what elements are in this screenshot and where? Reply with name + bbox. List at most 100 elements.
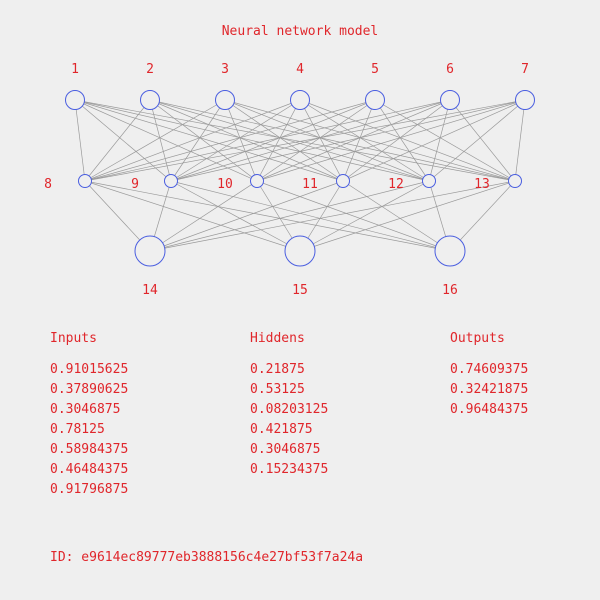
connection-line [74, 99, 430, 182]
hiddens-header: Hiddens [250, 331, 305, 346]
connection-line [149, 180, 344, 252]
connection-line [449, 180, 516, 252]
output-node [434, 235, 466, 267]
connection-line [342, 99, 526, 182]
connection-line [256, 99, 376, 182]
model-id: ID: e9614ec89777eb3888156c4e27bf53f7a24a [50, 550, 364, 565]
connection-line [84, 99, 376, 182]
connection-line [149, 99, 172, 182]
connection-line [256, 99, 301, 182]
connection-line [224, 99, 258, 182]
connection-line [74, 99, 516, 182]
connection-line [256, 99, 451, 182]
output-value: 0.74609375 [450, 362, 529, 377]
hidden-node-label: 12 [388, 177, 404, 192]
connection-line [149, 180, 516, 252]
connection-line [374, 99, 430, 182]
input-value: 0.91015625 [50, 362, 129, 377]
connection-line [170, 180, 451, 252]
connection-line [224, 99, 516, 182]
connection-line [149, 99, 516, 182]
input-node-label: 5 [371, 62, 379, 77]
hidden-node-label: 13 [474, 177, 490, 192]
connection-line [256, 99, 526, 182]
input-node-label: 1 [71, 62, 79, 77]
connection-line [84, 180, 301, 252]
connection-line [84, 99, 301, 182]
connection-line [428, 99, 451, 182]
input-node [65, 90, 85, 110]
hidden-node [78, 174, 92, 188]
connection-line [74, 99, 344, 182]
connection-line [170, 180, 301, 252]
hiddens-column: Hiddens 0.21875 0.53125 0.08203125 0.421875… [250, 330, 328, 480]
connection-line [170, 99, 451, 182]
input-node-label: 7 [521, 62, 529, 77]
output-value: 0.96484375 [450, 402, 529, 417]
input-node-label: 3 [221, 62, 229, 77]
connection-line [342, 99, 451, 182]
hidden-node [336, 174, 350, 188]
input-node [215, 90, 235, 110]
input-value: 0.91796875 [50, 482, 129, 497]
outputs-list: 0.74609375 0.32421875 0.96484375 [450, 360, 528, 420]
connection-line [299, 99, 344, 182]
connection-line [84, 99, 151, 182]
connection-line [74, 99, 86, 182]
connection-line [342, 99, 376, 182]
input-node [440, 90, 460, 110]
input-node [140, 90, 160, 110]
input-node-label: 4 [296, 62, 304, 77]
connection-line [342, 180, 451, 252]
hidden-node-label: 10 [217, 177, 233, 192]
connection-line [84, 180, 151, 252]
output-node-label: 16 [442, 283, 458, 298]
connection-line [84, 180, 451, 252]
connection-line [149, 99, 258, 182]
connection-line [149, 99, 430, 182]
hidden-node [164, 174, 178, 188]
input-value: 0.58984375 [50, 442, 129, 457]
connection-line [374, 99, 516, 182]
connection-line [74, 99, 172, 182]
hidden-value: 0.21875 [250, 362, 305, 377]
connection-line [170, 99, 526, 182]
output-node [284, 235, 316, 267]
connection-line [256, 180, 451, 252]
connection-line [149, 180, 258, 252]
connection-line [224, 99, 344, 182]
hidden-value: 0.53125 [250, 382, 305, 397]
hidden-node [508, 174, 522, 188]
output-value: 0.32421875 [450, 382, 529, 397]
connection-line [84, 99, 451, 182]
connection-line [299, 99, 430, 182]
connection-line [84, 99, 226, 182]
hidden-value: 0.08203125 [250, 402, 329, 417]
input-value: 0.46484375 [50, 462, 129, 477]
input-node-label: 6 [446, 62, 454, 77]
connection-line [149, 180, 430, 252]
connection-line [449, 99, 516, 182]
hidden-node [250, 174, 264, 188]
hidden-node-label: 11 [302, 177, 318, 192]
diagram-title: Neural network model [221, 24, 379, 39]
output-node-label: 15 [292, 283, 308, 298]
connection-line [514, 99, 526, 182]
connection-line [170, 99, 226, 182]
output-node-label: 14 [142, 283, 158, 298]
connection-line [299, 99, 516, 182]
hidden-node [422, 174, 436, 188]
input-value: 0.3046875 [50, 402, 121, 417]
input-node [515, 90, 535, 110]
connection-line [224, 99, 430, 182]
input-node [290, 90, 310, 110]
connection-line [299, 180, 430, 252]
hidden-value: 0.421875 [250, 422, 313, 437]
input-value: 0.37890625 [50, 382, 129, 397]
connection-line [84, 99, 526, 182]
